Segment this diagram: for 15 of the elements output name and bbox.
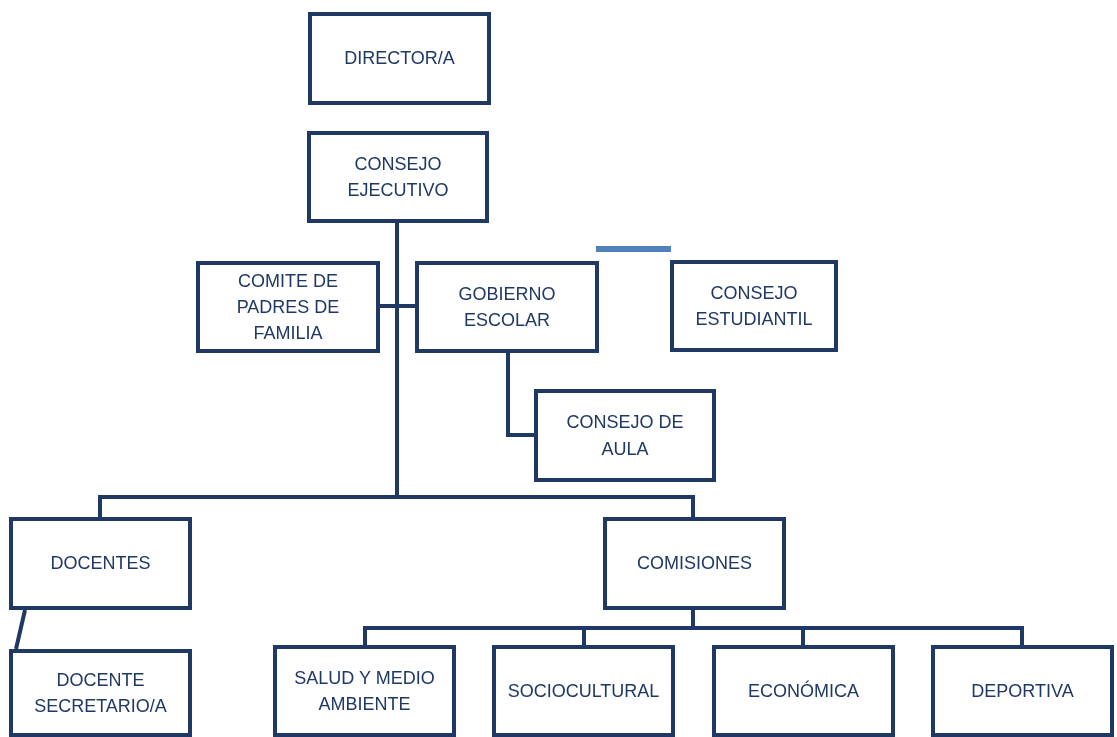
connector-line — [14, 609, 27, 650]
org-box: DEPORTIVA — [931, 645, 1114, 737]
connector-line — [506, 353, 534, 437]
org-box: GOBIERNO ESCOLAR — [415, 261, 599, 353]
org-box: CONSEJO DE AULA — [534, 389, 716, 482]
org-box: ECONÓMICA — [712, 645, 895, 737]
org-box: SOCIOCULTURAL — [492, 645, 675, 737]
org-box: COMITE DE PADRES DE FAMILIA — [196, 261, 380, 353]
org-box: DOCENTE SECRETARIO/A — [9, 649, 192, 737]
org-box: DOCENTES — [9, 517, 192, 610]
org-box: DIRECTOR/A — [308, 12, 491, 105]
org-box: CONSEJO EJECUTIVO — [307, 131, 489, 223]
org-box: COMISIONES — [603, 517, 786, 610]
org-box: CONSEJO ESTUDIANTIL — [670, 260, 838, 352]
org-box: SALUD Y MEDIO AMBIENTE — [273, 645, 456, 737]
